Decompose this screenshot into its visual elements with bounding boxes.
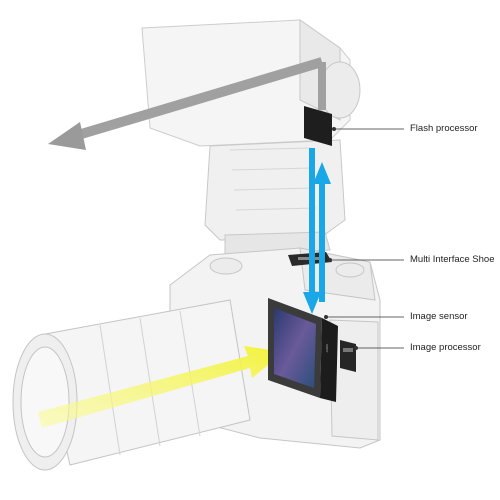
flash-beam-arrow [48,57,326,150]
image-processor-chip [340,340,356,372]
image-processor-label: Image processor [410,342,481,353]
signal-arrows [303,148,331,314]
lens [12,299,251,471]
flash-processor-label: Flash processor [410,123,478,134]
multi-interface-shoe-label: Multi Interface Shoe [410,254,495,265]
image-sensor-chip: SONY [268,298,338,402]
flash-processor-chip [304,106,332,146]
image-sensor-label: Image sensor [410,311,468,322]
light-path-arrow [38,346,284,428]
svg-text:SONY: SONY [325,344,329,353]
callout-leaders [323,127,404,350]
